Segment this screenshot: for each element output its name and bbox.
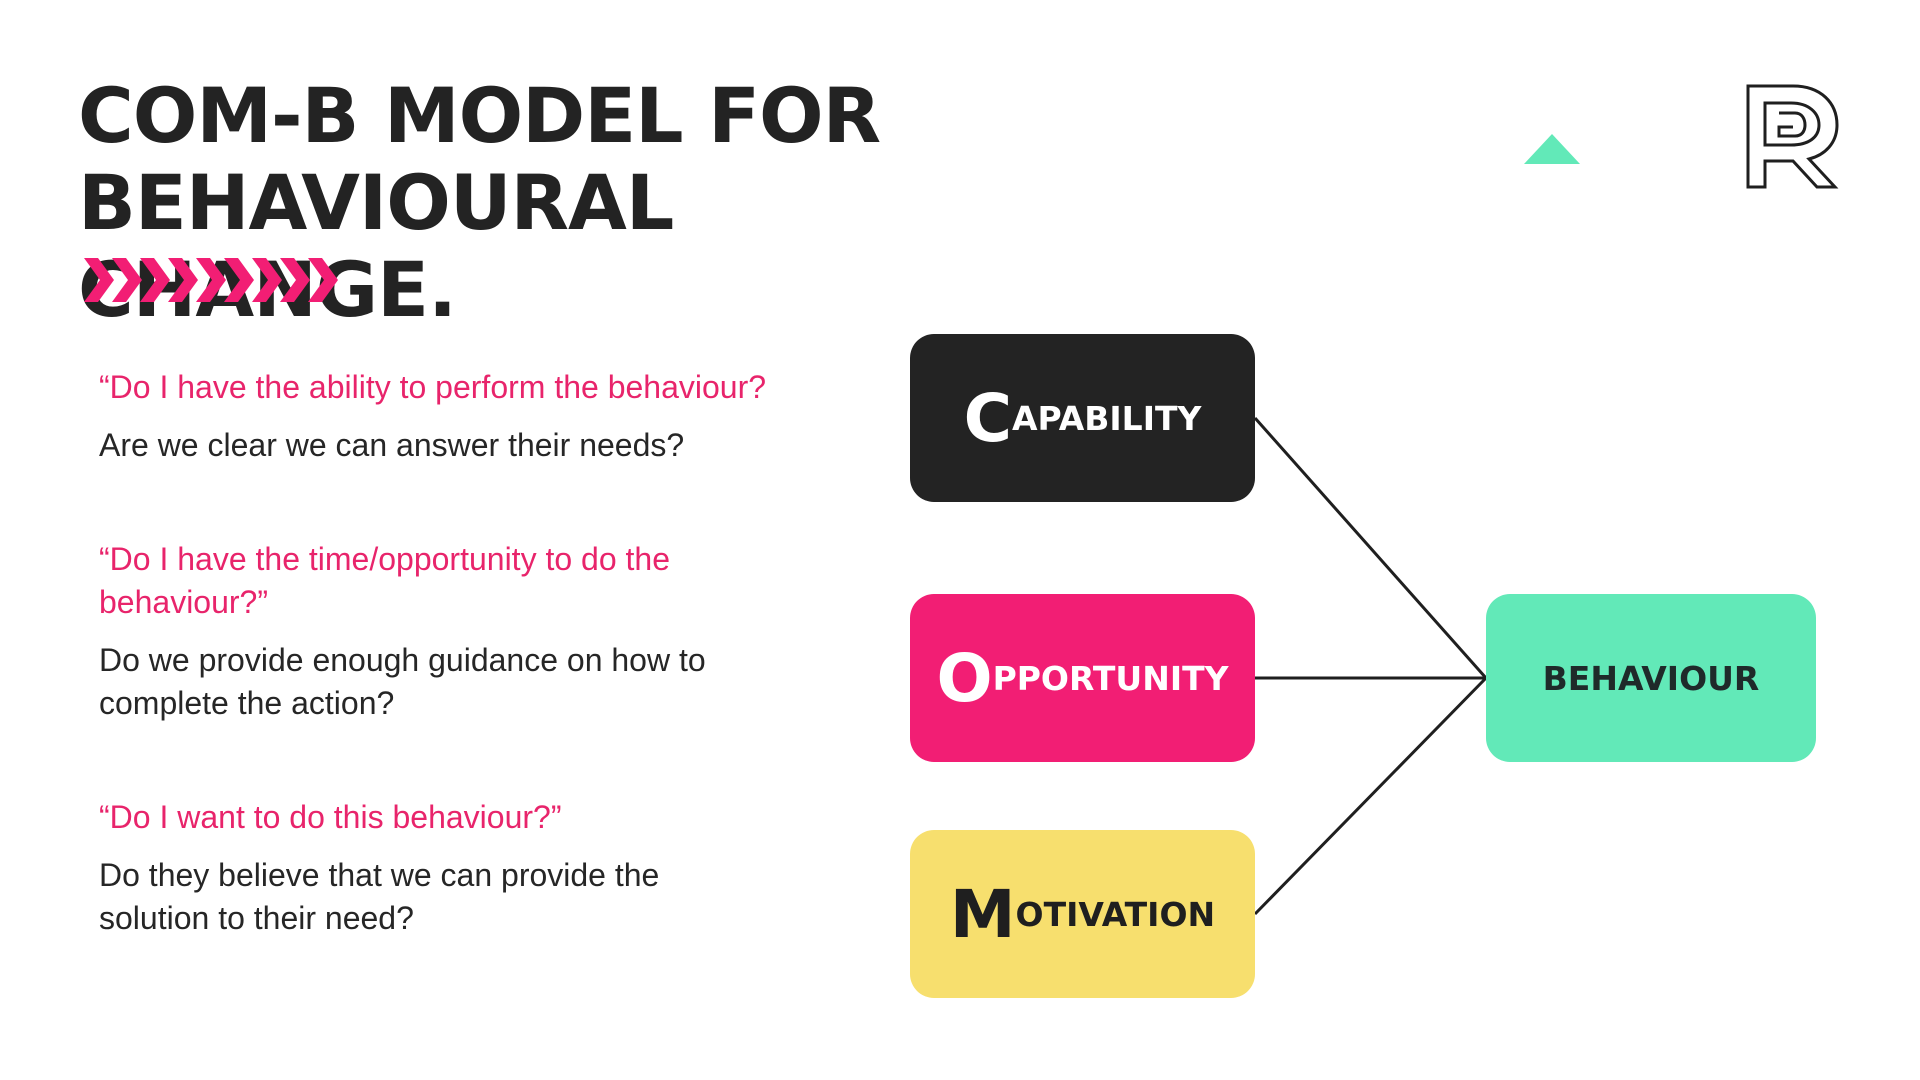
chevron-right-icon — [84, 258, 338, 302]
r-logo-icon — [1746, 84, 1839, 189]
behaviour-box: BEHAVIOUR — [1486, 594, 1816, 762]
connector-capability — [1253, 417, 1488, 679]
question-text: “Do I want to do this behaviour?” — [99, 799, 562, 835]
title-line-1: COM-B MODEL FOR BEHAVIOURAL — [78, 71, 881, 247]
motivation-box: Motivation — [910, 830, 1255, 998]
qa-block-capability: “Do I have the ability to perform the be… — [99, 366, 859, 467]
motivation-label: otivation — [1015, 894, 1216, 934]
question-text: “Do I have the time/opportunity to do th… — [99, 541, 670, 620]
behaviour-label: BEHAVIOUR — [1542, 658, 1760, 698]
opportunity-label: pportunity — [992, 658, 1229, 698]
motivation-initial: M — [949, 875, 1016, 953]
capability-initial: C — [963, 379, 1013, 457]
answer-text: Do they believe that we can provide the … — [99, 857, 660, 936]
page-title: COM-B MODEL FOR BEHAVIOURAL CHANGE. — [78, 72, 1498, 333]
opportunity-box: Opportunity — [910, 594, 1255, 762]
capability-label: apability — [1012, 398, 1202, 438]
qa-block-opportunity: “Do I have the time/opportunity to do th… — [99, 538, 859, 725]
connector-motivation — [1253, 676, 1488, 916]
capability-box: Capability — [910, 334, 1255, 502]
opportunity-initial: O — [936, 639, 993, 717]
qa-block-motivation: “Do I want to do this behaviour?” Do the… — [99, 796, 859, 940]
answer-text: Do we provide enough guidance on how to … — [99, 642, 706, 721]
question-text: “Do I have the ability to perform the be… — [99, 369, 767, 405]
triangle-up-icon — [1524, 134, 1580, 164]
answer-text: Are we clear we can answer their needs? — [99, 427, 685, 463]
